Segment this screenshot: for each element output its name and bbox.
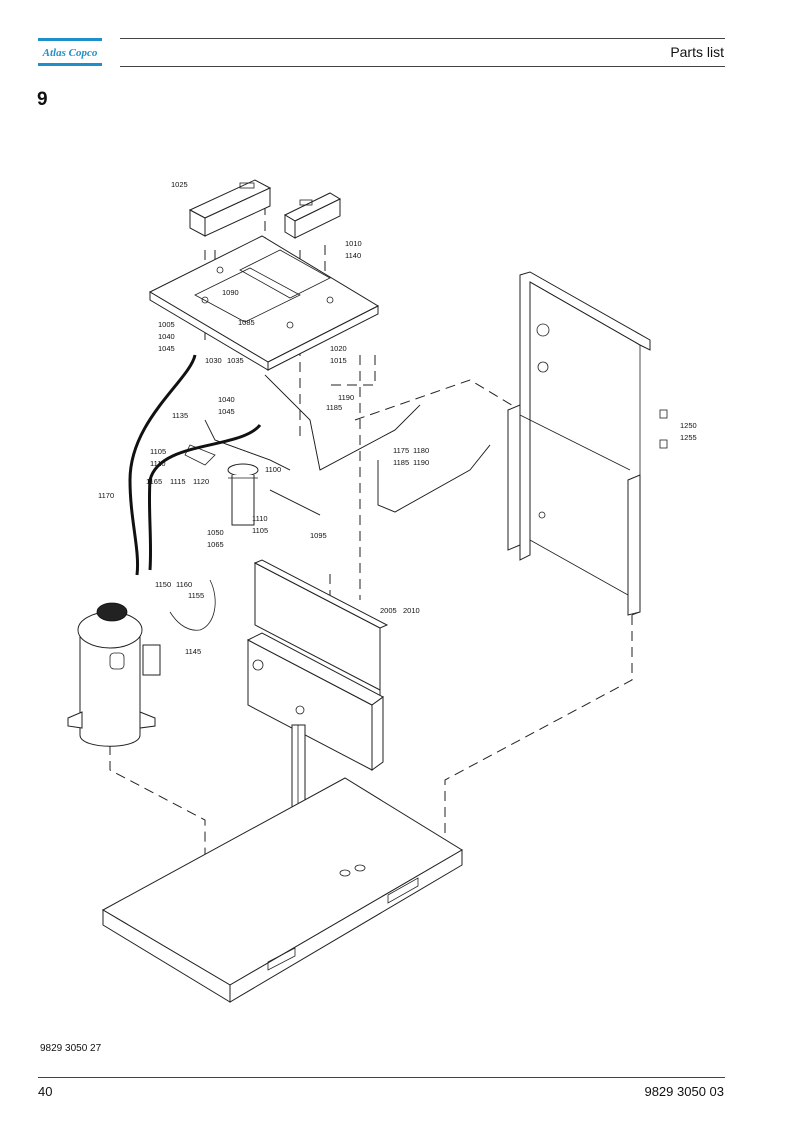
callout-1005: 1005 — [158, 320, 175, 329]
callout-2005: 2005 — [380, 606, 397, 615]
hoses — [128, 354, 262, 631]
document-number: 9829 3050 03 — [644, 1084, 724, 1099]
callout-1010: 1010 — [345, 239, 362, 248]
callout-2010: 2010 — [403, 606, 420, 615]
callout-1165: 1165 — [146, 477, 162, 486]
callout-1100: 1100 — [265, 465, 281, 474]
callout-1185: 1185 — [393, 458, 409, 467]
header-rule-lower — [120, 66, 725, 67]
callout-1110: 1110 — [252, 514, 268, 523]
header-rule — [120, 38, 725, 39]
callout-1015: 1015 — [330, 356, 347, 365]
filter-housing — [227, 463, 259, 526]
logo-text: Atlas Copco — [42, 47, 98, 59]
callout-1180: 1180 — [413, 446, 429, 455]
callout-1020: 1020 — [330, 344, 347, 353]
base-frame — [101, 777, 463, 1003]
page-header-title: Parts list — [670, 44, 724, 60]
callout-1120: 1120 — [193, 477, 209, 486]
footer-rule — [38, 1077, 725, 1078]
callout-1045-top: 1045 — [158, 344, 175, 353]
callout-1090: 1090 — [222, 288, 239, 297]
callout-1040-top: 1040 — [158, 332, 175, 341]
callout-1095: 1095 — [310, 531, 327, 540]
callout-1140: 1140 — [345, 251, 361, 260]
panel-2005 — [253, 559, 389, 691]
callout-labels: 1025 1010 1140 1090 1085 1005 1040 1045 … — [98, 180, 697, 656]
figure-reference-number: 9829 3050 27 — [40, 1043, 102, 1054]
callout-1145: 1145 — [185, 647, 201, 656]
callout-1175: 1175 — [393, 446, 409, 455]
piping-assembly — [184, 374, 491, 516]
compressor-unit — [67, 602, 161, 747]
top-mounting-plate — [148, 235, 380, 371]
callout-1025: 1025 — [171, 180, 188, 189]
callout-1255: 1255 — [680, 433, 697, 442]
panel-box-lower — [246, 632, 384, 771]
callout-1105-upper: 1105 — [150, 447, 166, 456]
callout-1115: 1115 — [170, 477, 186, 486]
section-number: 9 — [37, 89, 48, 110]
callout-1085: 1085 — [238, 318, 255, 327]
callout-1155: 1155 — [188, 591, 204, 600]
callout-1170: 1170 — [98, 491, 114, 500]
callout-1250: 1250 — [680, 421, 697, 430]
callout-1105: 1105 — [252, 526, 268, 535]
heat-exchanger-1025 — [188, 179, 272, 237]
callout-1035: 1035 — [227, 356, 244, 365]
callout-1045: 1045 — [218, 407, 235, 416]
callout-1135: 1135 — [172, 411, 188, 420]
callout-1030: 1030 — [205, 356, 222, 365]
side-frame-panel — [507, 271, 668, 616]
callout-1065: 1065 — [207, 540, 224, 549]
callout-1050: 1050 — [207, 528, 224, 537]
callout-1185-upper: 1185 — [326, 403, 342, 412]
callout-1150: 1150 — [155, 580, 171, 589]
callout-1160: 1160 — [176, 580, 192, 589]
callout-1110-upper: 1110 — [150, 459, 166, 468]
callout-1040: 1040 — [218, 395, 235, 404]
callout-1190: 1190 — [413, 458, 429, 467]
atlas-copco-logo: Atlas Copco — [38, 38, 102, 66]
heat-exchanger-1010 — [283, 192, 342, 239]
callout-1190-upper: 1190 — [338, 393, 354, 402]
page-number: 40 — [38, 1084, 53, 1099]
